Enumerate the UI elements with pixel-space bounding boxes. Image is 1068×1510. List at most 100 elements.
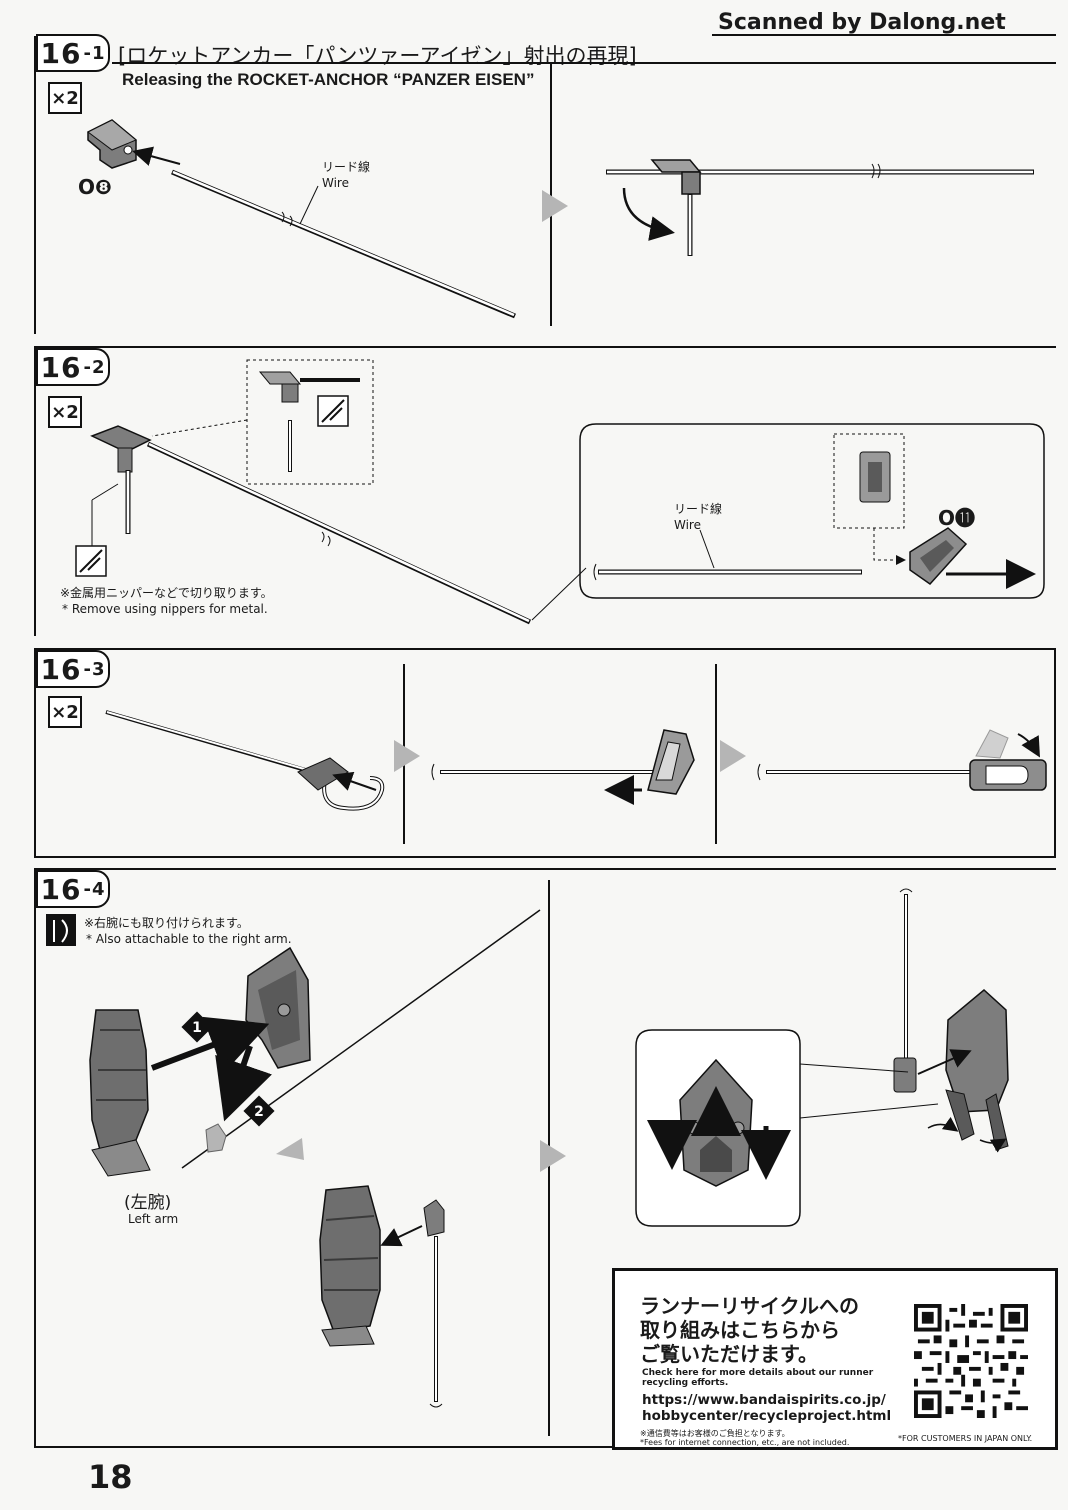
recycle-url[interactable]: https://www.bandaispirits.co.jp/ hobbyce… bbox=[642, 1392, 891, 1424]
qr-code[interactable] bbox=[914, 1304, 1028, 1418]
anchor-part-icon bbox=[87, 119, 137, 169]
wire-label-jp: リード線 bbox=[322, 160, 371, 174]
shield-part bbox=[245, 946, 311, 1069]
anchor-with-wire bbox=[90, 425, 532, 625]
insert-arrow bbox=[132, 146, 181, 166]
attach-arrow-1 bbox=[150, 1016, 270, 1074]
zoom-pointer bbox=[799, 1103, 939, 1119]
claw-detail bbox=[647, 1058, 791, 1187]
section-title-en: Releasing the ROCKET-ANCHOR “PANZER EISE… bbox=[122, 70, 535, 89]
next-step-arrow bbox=[542, 190, 568, 222]
step-badge-16-2: 16-2 bbox=[36, 348, 110, 386]
arm-note-icon bbox=[46, 914, 76, 946]
step-marker-1: 1 bbox=[181, 1011, 213, 1043]
step-sub: -2 bbox=[83, 356, 106, 378]
recycle-heading: ランナーリサイクルへの 取り組みはこちらから ご覧いただけます。 bbox=[640, 1294, 859, 1366]
remove-arrow-2 bbox=[215, 1045, 272, 1122]
step-number: 16 bbox=[40, 872, 82, 906]
watermark-text: Scanned by Dalong.net bbox=[718, 10, 1006, 35]
marker-digit: 2 bbox=[254, 1104, 264, 1120]
diagonal-divider bbox=[181, 909, 541, 1169]
next-step-arrow bbox=[540, 1140, 566, 1172]
section1-left-border bbox=[34, 36, 36, 334]
step-sub: -3 bbox=[83, 658, 106, 680]
nippers-icon bbox=[317, 395, 349, 427]
clip-part-detail bbox=[859, 451, 891, 503]
marker-digit: 1 bbox=[192, 1020, 202, 1036]
section2-left-border bbox=[34, 346, 36, 636]
section2-top-border bbox=[34, 346, 1056, 348]
section4-top-border bbox=[34, 868, 1056, 870]
callout-pointer bbox=[531, 567, 587, 621]
zoom-pointer bbox=[799, 1063, 909, 1073]
section1-divider bbox=[550, 64, 552, 326]
wire-drawing bbox=[171, 169, 516, 319]
recycle-heading-line: ご覧いただけます。 bbox=[640, 1342, 818, 1366]
wire-clip-rotated bbox=[757, 729, 1047, 791]
section4-left-border bbox=[34, 868, 36, 1448]
wire-label-jp: リード線 bbox=[674, 502, 723, 516]
nippers-note-en: * Remove using nippers for metal. bbox=[62, 602, 268, 616]
anchor-on-wire bbox=[606, 159, 1034, 256]
wire-leader bbox=[299, 185, 319, 225]
step-marker-2: 2 bbox=[243, 1095, 275, 1127]
watermark-underline bbox=[712, 34, 1056, 36]
section3-bottom-border bbox=[34, 856, 1056, 858]
section-title-jp: [ロケットアンカー「パンツァーアイゼン」射出の再現] bbox=[118, 44, 637, 68]
next-step-arrow bbox=[394, 740, 420, 772]
arm-with-wire bbox=[319, 1185, 445, 1408]
nippers-note-jp: ※金属用ニッパーなどで切り取ります。 bbox=[60, 586, 273, 600]
wire-label-en: Wire bbox=[674, 518, 701, 532]
section4-bottom-border bbox=[34, 1446, 1056, 1448]
small-removed-part bbox=[205, 1123, 227, 1153]
wire-label-en: Wire bbox=[322, 176, 349, 190]
step-sub: -1 bbox=[83, 42, 106, 64]
quantity-badge: ×2 bbox=[48, 396, 82, 428]
hanging-wire bbox=[893, 888, 917, 1093]
right-arm-note-jp: ※右腕にも取り付けられます。 bbox=[84, 916, 249, 930]
step-number: 16 bbox=[40, 652, 82, 686]
recycle-url-line[interactable]: hobbycenter/recycleproject.html bbox=[642, 1408, 892, 1424]
nippers-icon bbox=[75, 545, 107, 577]
title-rule bbox=[112, 62, 1056, 64]
step-number: 16 bbox=[40, 350, 82, 384]
step-badge-16-1: 16-1 bbox=[36, 34, 110, 72]
section3-left-border bbox=[34, 648, 36, 858]
part-number-label: O❽ bbox=[78, 175, 112, 199]
rotate-arrow bbox=[622, 187, 675, 241]
fee-note-en: *Fees for internet connection, etc., are… bbox=[640, 1438, 850, 1447]
wire-leader bbox=[699, 529, 715, 569]
wire-with-clip bbox=[105, 710, 385, 811]
step-badge-16-3: 16-3 bbox=[36, 650, 110, 688]
recycle-url-line[interactable]: https://www.bandaispirits.co.jp/ bbox=[642, 1392, 886, 1408]
recycle-heading-line: ランナーリサイクルへの bbox=[640, 1294, 859, 1318]
step-number: 16 bbox=[40, 36, 82, 70]
next-step-arrow bbox=[720, 740, 746, 772]
section3-right-border bbox=[1054, 648, 1056, 858]
quantity-badge: ×2 bbox=[48, 696, 82, 728]
step-sub: -4 bbox=[83, 878, 106, 900]
detail-box bbox=[246, 359, 374, 485]
left-arm-part bbox=[89, 1009, 151, 1177]
left-arm-label-en: Left arm bbox=[128, 1212, 179, 1226]
step-badge-16-4: 16-4 bbox=[36, 870, 110, 908]
clip-part bbox=[909, 527, 968, 585]
recycle-description: Check here for more details about our ru… bbox=[642, 1368, 874, 1388]
fee-note-jp: ※通信費等はお客様のご負担となります。 bbox=[640, 1429, 790, 1438]
section3-top-border bbox=[34, 648, 1056, 650]
nippers-leader bbox=[91, 483, 119, 501]
recycle-heading-line: 取り組みはこちらから bbox=[640, 1318, 840, 1342]
diag-step-arrow bbox=[276, 1138, 304, 1160]
callout-wire bbox=[593, 563, 862, 581]
japan-only-note: *FOR CUSTOMERS IN JAPAN ONLY. bbox=[898, 1434, 1033, 1443]
quantity-badge: ×2 bbox=[48, 82, 82, 114]
clip-detail-box bbox=[833, 433, 905, 529]
callout-frame bbox=[579, 423, 1045, 599]
shield-open-claw bbox=[917, 989, 1009, 1153]
section3-divider-b bbox=[715, 664, 717, 844]
part-number-label: O⓫ bbox=[938, 506, 976, 530]
wire-clip-closed bbox=[431, 729, 695, 805]
right-arm-note-en: * Also attachable to the right arm. bbox=[86, 932, 292, 946]
clip-pointer bbox=[873, 528, 906, 565]
